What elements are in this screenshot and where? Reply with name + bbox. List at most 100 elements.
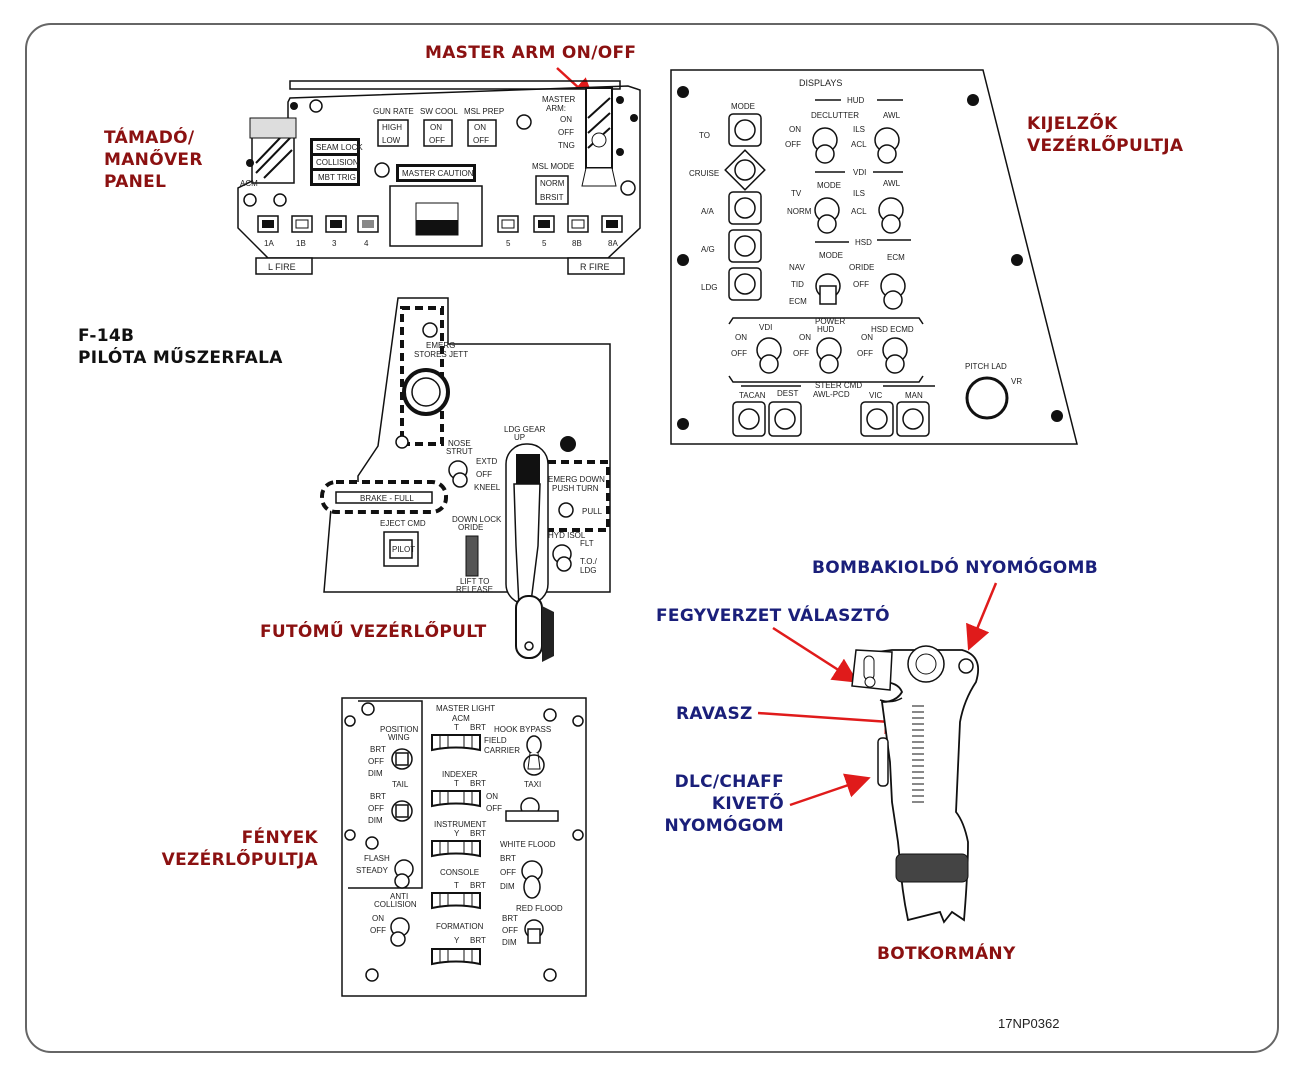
t-label: T — [454, 723, 459, 732]
console-thumbwheel[interactable] — [431, 892, 481, 910]
emerg-stores-jett-button[interactable] — [402, 368, 450, 416]
station-label: 5 — [542, 239, 547, 248]
brt-label: BRT — [470, 881, 486, 890]
callout-attack-panel-line1: TÁMADÓ/ — [104, 128, 195, 148]
flt-label: FLT — [580, 539, 594, 548]
brt-label: BRT — [370, 745, 386, 754]
emerg-down-handle[interactable] — [558, 502, 574, 518]
acm-label: ACM — [240, 179, 258, 188]
callout-displays-panel-line1: KIJELZŐK — [1027, 114, 1118, 134]
acm-guard[interactable] — [249, 117, 297, 184]
pitch-lad-knob[interactable] — [965, 376, 1009, 420]
gun-rate-label: GUN RATE — [373, 107, 414, 116]
collision-light: COLLISION — [313, 156, 359, 168]
bomb-release-button-pickle[interactable] — [907, 645, 945, 683]
dlc-chaff-button[interactable] — [877, 737, 889, 787]
man-button[interactable] — [896, 401, 930, 437]
ils-label: ILS — [853, 189, 865, 198]
hook-bypass-toggle[interactable] — [523, 735, 545, 776]
tid-label: TID — [791, 280, 804, 289]
wing-label: WING — [388, 733, 410, 742]
awl-label: AWL — [883, 111, 901, 120]
msl-prep-switch[interactable]: ON OFF — [467, 119, 497, 147]
hsd-mode-switch[interactable] — [815, 273, 841, 305]
off-label: OFF — [857, 349, 873, 358]
dim-label: DIM — [500, 882, 515, 891]
mode-button-cruise[interactable] — [724, 149, 766, 191]
acl-label: ACL — [851, 207, 867, 216]
master-arm-label2: ARM: — [546, 104, 566, 113]
armament-selector-switch[interactable] — [416, 220, 458, 235]
instrument-thumbwheel[interactable] — [431, 840, 481, 858]
master-light-label: MASTER LIGHT — [436, 704, 495, 713]
position-tail-knob[interactable] — [391, 800, 413, 822]
flash-steady-toggle[interactable] — [394, 859, 414, 889]
mode-button-ldg[interactable] — [728, 267, 762, 301]
trigger[interactable] — [879, 697, 903, 703]
page-title-line2: PILÓTA MŰSZERFALA — [78, 348, 283, 368]
gear-panel: EMERG STORES JETT NOSE STRUT EXTD OFF KN… — [320, 297, 611, 662]
svg-text:R FIRE: R FIRE — [580, 262, 610, 272]
screw-icon — [309, 99, 323, 113]
vdi-mode-toggle[interactable] — [814, 197, 840, 234]
hyd-isol-switch[interactable] — [552, 544, 572, 572]
brake-full-handle[interactable]: BRAKE - FULL — [320, 480, 448, 514]
svg-text:HIGH: HIGH — [382, 123, 402, 132]
sw-cool-switch[interactable]: ON OFF — [423, 119, 453, 147]
instrument-label: INSTRUMENT — [434, 820, 487, 829]
flash-label: FLASH — [364, 854, 390, 863]
armament-selector-housing — [389, 185, 483, 247]
nose-strut-switch[interactable] — [448, 460, 468, 488]
down-lock-label: DOWN LOCK — [452, 515, 502, 524]
master-arm-trg: TNG — [558, 141, 575, 150]
taxi-toggle[interactable] — [505, 797, 559, 822]
dest-button[interactable] — [768, 401, 802, 437]
lights-panel: POSITION WING BRT OFF DIM TAIL BRT OFF D… — [341, 697, 587, 997]
hsd-ecm-toggle[interactable] — [880, 273, 906, 310]
svg-text:MBT TRIG: MBT TRIG — [318, 173, 356, 182]
callout-dlc-chaff-line2: KIVETŐ — [711, 794, 784, 814]
callout-lights-panel-line2: VEZÉRLŐPULTJA — [161, 850, 318, 870]
power-vdi-toggle[interactable] — [756, 337, 782, 374]
msl-prep-label: MSL PREP — [464, 107, 504, 116]
to-ldg-label: T.O./ — [580, 557, 598, 566]
tacan-button[interactable] — [732, 401, 766, 437]
mode-button-aa[interactable] — [728, 191, 762, 225]
weapon-selector-switch[interactable] — [851, 649, 893, 691]
msl-mode-switch[interactable]: NORM BRSIT — [535, 175, 569, 205]
svg-text:PILOT: PILOT — [392, 545, 415, 554]
white-flood-toggle[interactable] — [521, 860, 543, 899]
power-hsd-ecmd-toggle[interactable] — [882, 337, 908, 374]
hud-declutter-toggle[interactable] — [812, 127, 838, 164]
vdi-awl-toggle[interactable] — [878, 197, 904, 234]
vic-button[interactable] — [860, 401, 894, 437]
callout-master-arm: MASTER ARM ON/OFF — [425, 43, 637, 63]
callout-dlc-chaff-line1: DLC/CHAFF — [674, 772, 784, 792]
screw-icon — [365, 836, 379, 850]
anti-collision-toggle[interactable] — [390, 917, 410, 947]
hud-awl-toggle[interactable] — [874, 127, 900, 164]
master-arm-switch[interactable] — [581, 87, 617, 187]
screw-icon — [572, 829, 584, 841]
acm-button[interactable] — [273, 193, 287, 207]
eject-cmd-pilot-button[interactable]: PILOT — [383, 531, 419, 567]
formation-thumbwheel[interactable] — [431, 948, 481, 966]
indexer-thumbwheel[interactable] — [431, 790, 481, 808]
gun-rate-switch[interactable]: HIGH LOW — [377, 119, 409, 147]
hyd-isol-label: HYD ISOL — [548, 531, 586, 540]
red-flood-toggle[interactable] — [524, 919, 544, 944]
position-wing-knob[interactable] — [391, 748, 413, 770]
mode-button-to[interactable] — [728, 113, 762, 147]
master-arm-off: OFF — [558, 128, 574, 137]
y-label: Y — [454, 829, 460, 838]
bomb-release-button[interactable] — [958, 658, 974, 674]
mode-button-ag[interactable] — [728, 229, 762, 263]
power-hud-toggle[interactable] — [816, 337, 842, 374]
on-label: ON — [799, 333, 811, 342]
console-label: CONSOLE — [440, 868, 479, 877]
on-label: ON — [372, 914, 384, 923]
down-lock-oride-switch[interactable] — [465, 535, 479, 577]
callout-lights-panel: FÉNYEK VEZÉRLŐPULTJA — [150, 827, 318, 871]
acm-thumbwheel[interactable] — [431, 734, 481, 752]
landing-gear-handle[interactable] — [505, 443, 554, 662]
